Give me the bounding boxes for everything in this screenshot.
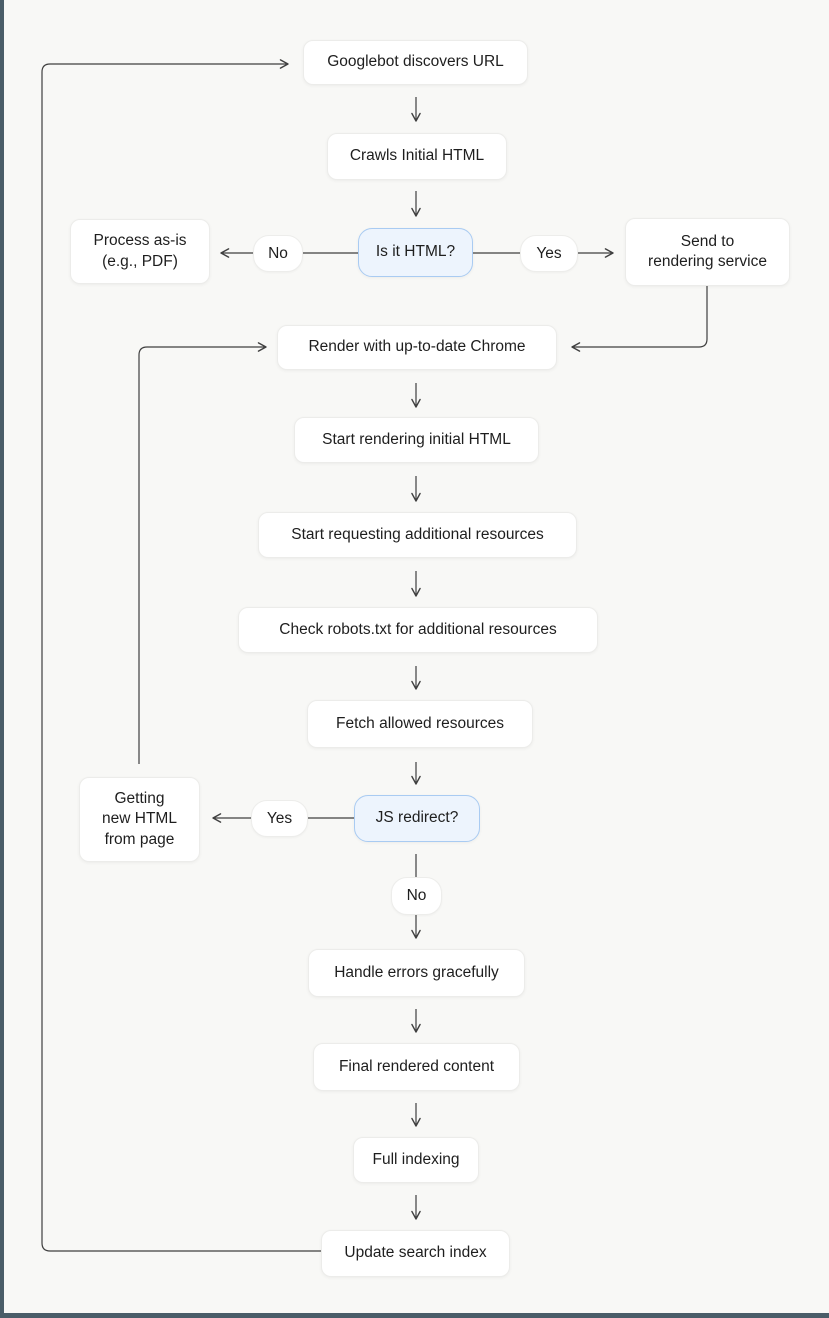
frame-left-border xyxy=(0,0,4,1318)
edge-label-yes-js-redirect: Yes xyxy=(251,800,308,837)
edge-label-no-is-html: No xyxy=(253,235,303,272)
node-check-robots-txt: Check robots.txt for additional resource… xyxy=(238,607,598,653)
node-is-it-html-decision: Is it HTML? xyxy=(358,228,473,277)
edge-label-yes-is-html: Yes xyxy=(520,235,578,272)
edge-update-index-to-googlebot xyxy=(41,59,321,1252)
node-send-to-rendering-service: Send to rendering service xyxy=(625,218,790,286)
node-process-as-is: Process as-is (e.g., PDF) xyxy=(70,219,210,284)
node-googlebot-discovers-url: Googlebot discovers URL xyxy=(303,40,528,85)
edge-getting-html-to-render xyxy=(138,342,267,764)
node-fetch-allowed-resources: Fetch allowed resources xyxy=(307,700,533,748)
edge-label-no-js-redirect: No xyxy=(391,877,442,915)
node-start-requesting-additional-resources: Start requesting additional resources xyxy=(258,512,577,558)
node-handle-errors-gracefully: Handle errors gracefully xyxy=(308,949,525,997)
node-start-rendering-initial-html: Start rendering initial HTML xyxy=(294,417,539,463)
node-full-indexing: Full indexing xyxy=(353,1137,479,1183)
node-crawls-initial-html: Crawls Initial HTML xyxy=(327,133,507,180)
node-js-redirect-decision: JS redirect? xyxy=(354,795,480,842)
frame-bottom-border xyxy=(0,1313,829,1318)
node-render-with-chrome: Render with up-to-date Chrome xyxy=(277,325,557,370)
node-getting-new-html-from-page: Getting new HTML from page xyxy=(79,777,200,862)
node-final-rendered-content: Final rendered content xyxy=(313,1043,520,1091)
node-update-search-index: Update search index xyxy=(321,1230,510,1277)
edge-send-to-render xyxy=(571,286,708,352)
